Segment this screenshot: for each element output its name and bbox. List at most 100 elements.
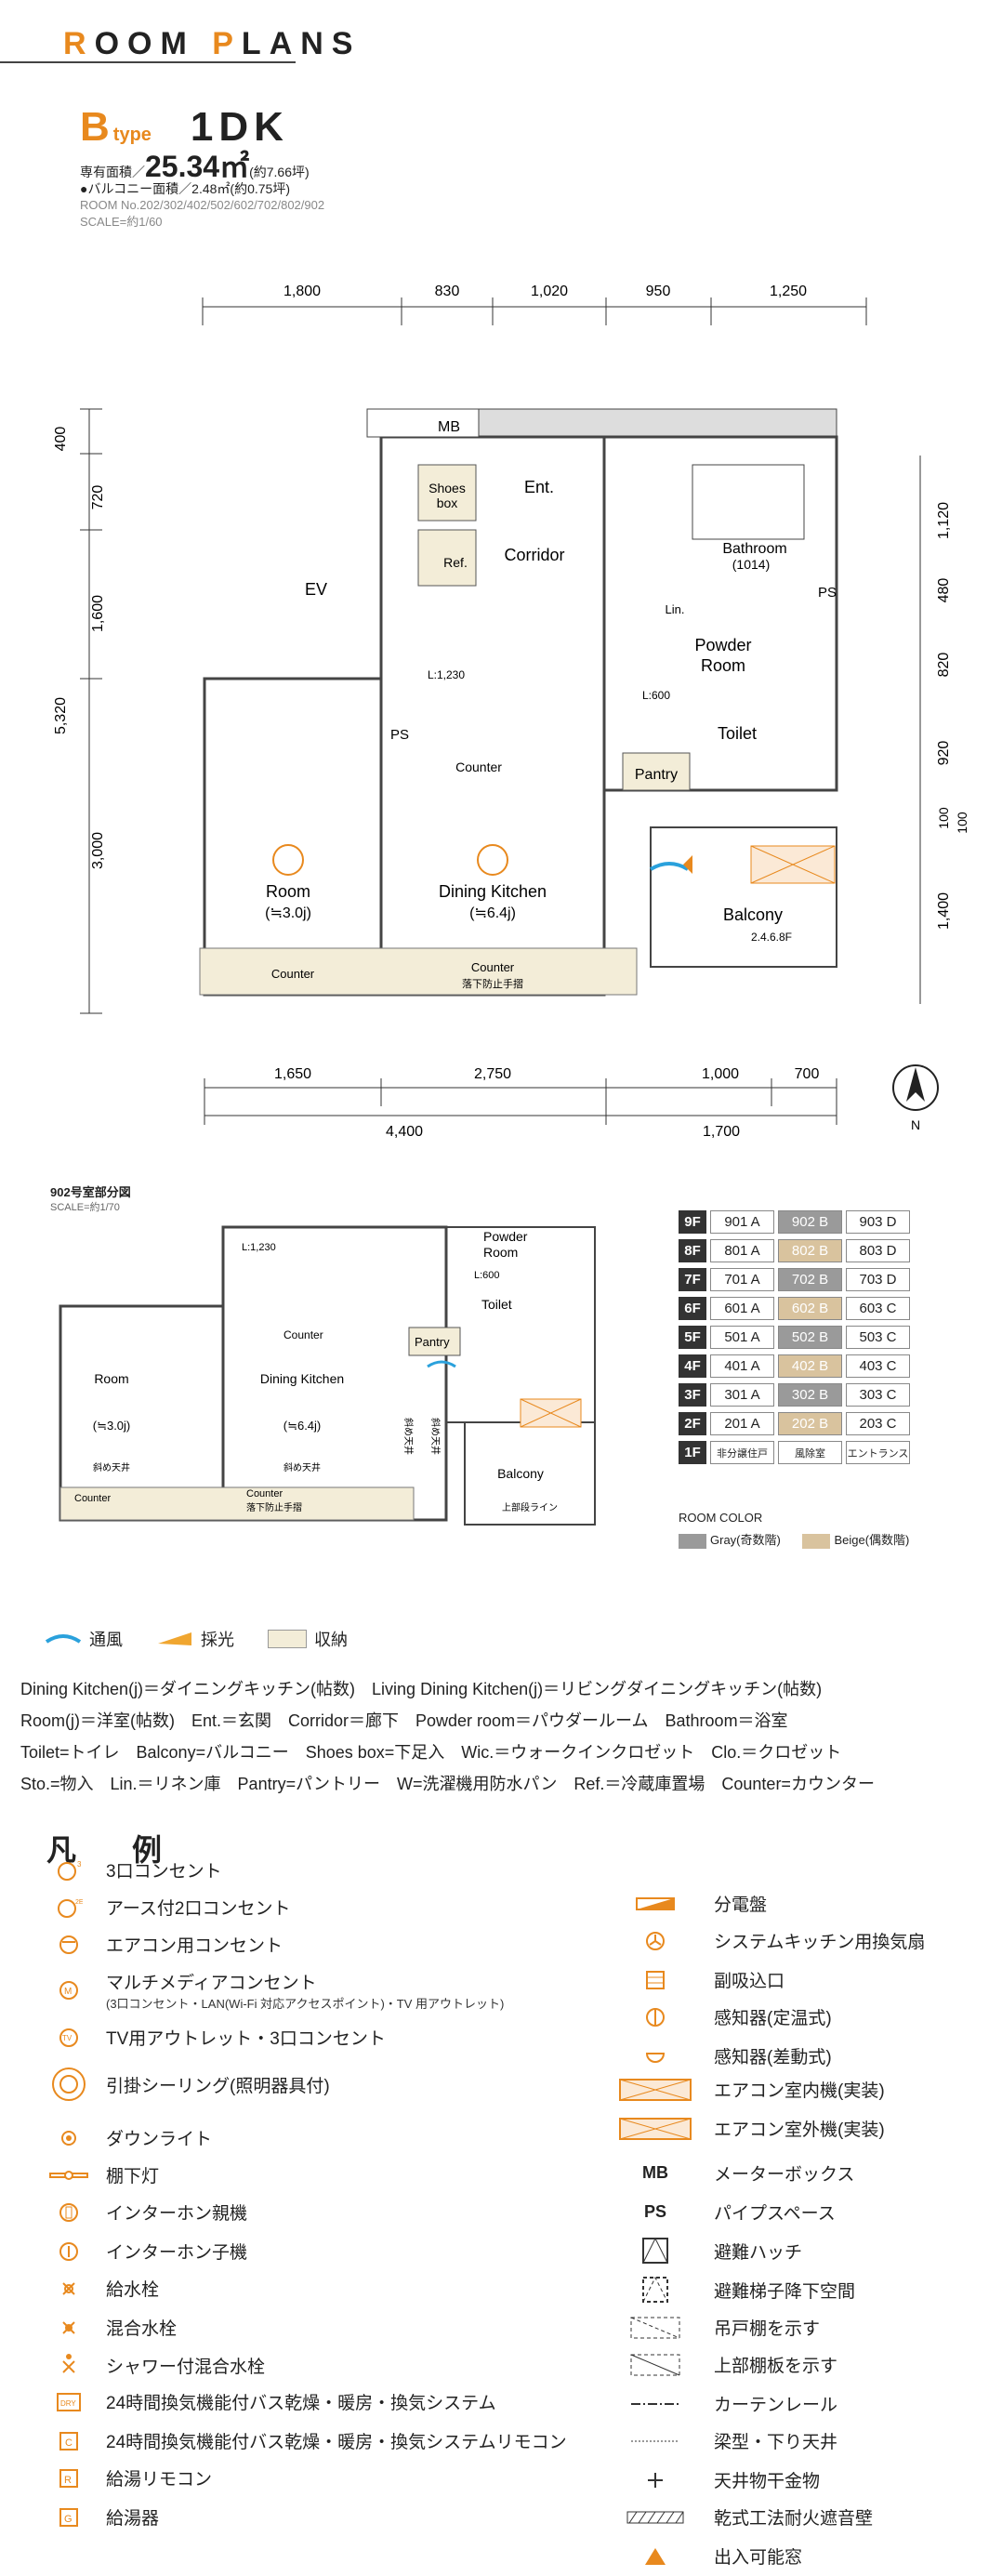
sub-room-size: (≒3.0j)	[93, 1419, 131, 1433]
room-color-legend: ROOM COLOR Gray(奇数階) Beige(偶数階)	[679, 1511, 909, 1549]
sub-slope-4: 斜め天井	[429, 1418, 442, 1455]
legend-storage: 収納	[268, 1627, 348, 1651]
main-floor-plan: 1,800 830 1,020 950 1,250 400 720 1,600 …	[53, 284, 969, 1140]
lighting-label: 採光	[201, 1631, 234, 1649]
legend-label: シャワー付混合水栓	[106, 2357, 266, 2377]
dim-top-3: 1,020	[531, 284, 568, 299]
ventilation-label: 通風	[89, 1631, 123, 1649]
sub-room-label: Room	[94, 1371, 128, 1386]
legend-label: 避難梯子降下空間	[714, 2281, 856, 2302]
floor-unit-cell: 403 C	[846, 1354, 910, 1378]
layout-label: 1DK	[190, 104, 289, 150]
room-numbers: ROOM No.202/302/402/502/602/702/802/902	[80, 198, 325, 212]
floor-unit-cell: 202 B	[778, 1412, 842, 1435]
gray-label: Gray(奇数階)	[710, 1533, 781, 1547]
balcony-note: 2.4.6.8F	[751, 931, 792, 944]
legend-label: 上部棚板を示す	[714, 2357, 838, 2376]
curtain-icon	[613, 2398, 697, 2410]
dk-label: Dining Kitchen	[439, 882, 547, 901]
sub-l600: L:600	[474, 1270, 500, 1281]
legend-item: 上部棚板を示す	[613, 2352, 837, 2377]
dim-total-2: 1,700	[703, 1124, 740, 1140]
legend-label: 給湯リモコン	[106, 2470, 213, 2490]
floor-unit-cell: 401 A	[710, 1354, 774, 1378]
legend-item: 2E アース付2口コンセント	[48, 1895, 290, 1920]
ladder-icon	[613, 2276, 697, 2304]
legend-label: アース付2口コンセント	[106, 1899, 291, 1919]
page-title: ROOM PLANS	[63, 26, 362, 61]
legend-label: 感知器(定温式)	[714, 2009, 832, 2028]
legend-item: 乾式工法耐火遮音壁	[613, 2504, 873, 2530]
legend-label: 避難ハッチ	[714, 2242, 803, 2263]
sub-upper-line: 上部段ライン	[502, 1501, 558, 1513]
legend-item: エアコン用コンセント	[48, 1932, 283, 1957]
dim-right-7: 1,400	[936, 892, 952, 930]
heater-icon: G	[48, 2507, 89, 2528]
beige-label: Beige(偶数階)	[834, 1533, 910, 1547]
outlet2e-icon: 2E	[48, 1896, 89, 1919]
dim-left-3: 1,600	[90, 595, 106, 632]
svg-text:DRY: DRY	[60, 2399, 76, 2408]
legend-label: システムキッチン用換気扇	[714, 1933, 926, 1952]
gray-swatch	[679, 1533, 706, 1549]
floor-label: 5F	[679, 1326, 706, 1349]
floor-unit-cell: 501 A	[710, 1326, 774, 1349]
sub-fall: 落下防止手摺	[246, 1501, 302, 1513]
legend-item: シャワー付混合水栓	[48, 2352, 265, 2378]
legend-item: 天井物干金物	[613, 2467, 820, 2492]
shoes-label: Shoes	[428, 481, 466, 495]
legend-label: TV用アウトレット・3口コンセント	[106, 2029, 386, 2049]
abbr-line-4: Sto.=物入 Lin.＝リネン庫 Pantry=パントリー W=洗濯機用防水パ…	[20, 1775, 875, 1793]
sub-counter3: Counter	[246, 1488, 283, 1499]
legend-label: 副吸込口	[714, 1972, 785, 1991]
legend-label: ダウンライト	[106, 2130, 213, 2149]
heater-remote-icon: R	[48, 2468, 89, 2489]
floor-unit-cell: 201 A	[710, 1412, 774, 1435]
dim-right-2: 480	[936, 578, 952, 603]
legend-label: 24時間換気機能付バス乾燥・暖房・換気システム	[106, 2394, 496, 2413]
sub-slope-2: 斜め天井	[283, 1461, 321, 1473]
svg-text:G: G	[64, 2514, 73, 2525]
legend-label: 棚下灯	[106, 2167, 160, 2186]
l1230-label: L:1,230	[428, 668, 465, 681]
legend-item: インターホン親機	[48, 2200, 247, 2225]
dim-top-2: 830	[435, 284, 460, 299]
dim-top-1: 1,800	[283, 284, 321, 299]
dk-size-label: (≒6.4j)	[469, 905, 516, 921]
legend-label: エアコン室外機(実装)	[714, 2120, 885, 2140]
legend-item: インターホン子機	[48, 2239, 247, 2264]
legend-label: 給水栓	[106, 2280, 160, 2300]
dim-bottom-4: 700	[795, 1066, 820, 1082]
dim-left-4: 5,320	[53, 697, 69, 734]
floor-label: 9F	[679, 1210, 706, 1234]
floor-unit-cell: 801 A	[710, 1239, 774, 1262]
legend-label: 乾式工法耐火遮音壁	[714, 2509, 874, 2529]
ps-label-1: PS	[818, 585, 837, 601]
pantry-label: Pantry	[635, 767, 678, 783]
legend-item: 吊戸棚を示す	[613, 2315, 820, 2340]
title-rule	[0, 61, 296, 63]
legend-item: 感知器(定温式)	[613, 2004, 832, 2029]
floor-label: 8F	[679, 1239, 706, 1262]
legend-ventilation: 通風	[45, 1627, 123, 1651]
legend-item: カーテンレール	[613, 2391, 837, 2416]
legend-item: 棚下灯	[48, 2162, 159, 2187]
legend-label: 感知器(差動式)	[714, 2048, 832, 2067]
floor-unit-cell: 802 B	[778, 1239, 842, 1262]
legend-item: システムキッチン用換気扇	[613, 1928, 925, 1953]
floor-unit-cell: 602 B	[778, 1297, 842, 1320]
floor-label: 1F	[679, 1441, 706, 1464]
l600-label: L:600	[642, 689, 670, 702]
floor-unit-cell: 502 B	[778, 1326, 842, 1349]
water-icon	[48, 2278, 89, 2300]
fan-icon	[613, 1930, 697, 1952]
svg-text:M: M	[64, 1987, 72, 1997]
floor-label: 3F	[679, 1383, 706, 1407]
bathroom-label: Bathroom	[722, 541, 786, 557]
ps-icon: PS	[643, 2202, 666, 2221]
dim-left-1: 400	[53, 427, 69, 452]
floor-unit-cell: 901 A	[710, 1210, 774, 1234]
mixer-icon	[48, 2317, 89, 2339]
